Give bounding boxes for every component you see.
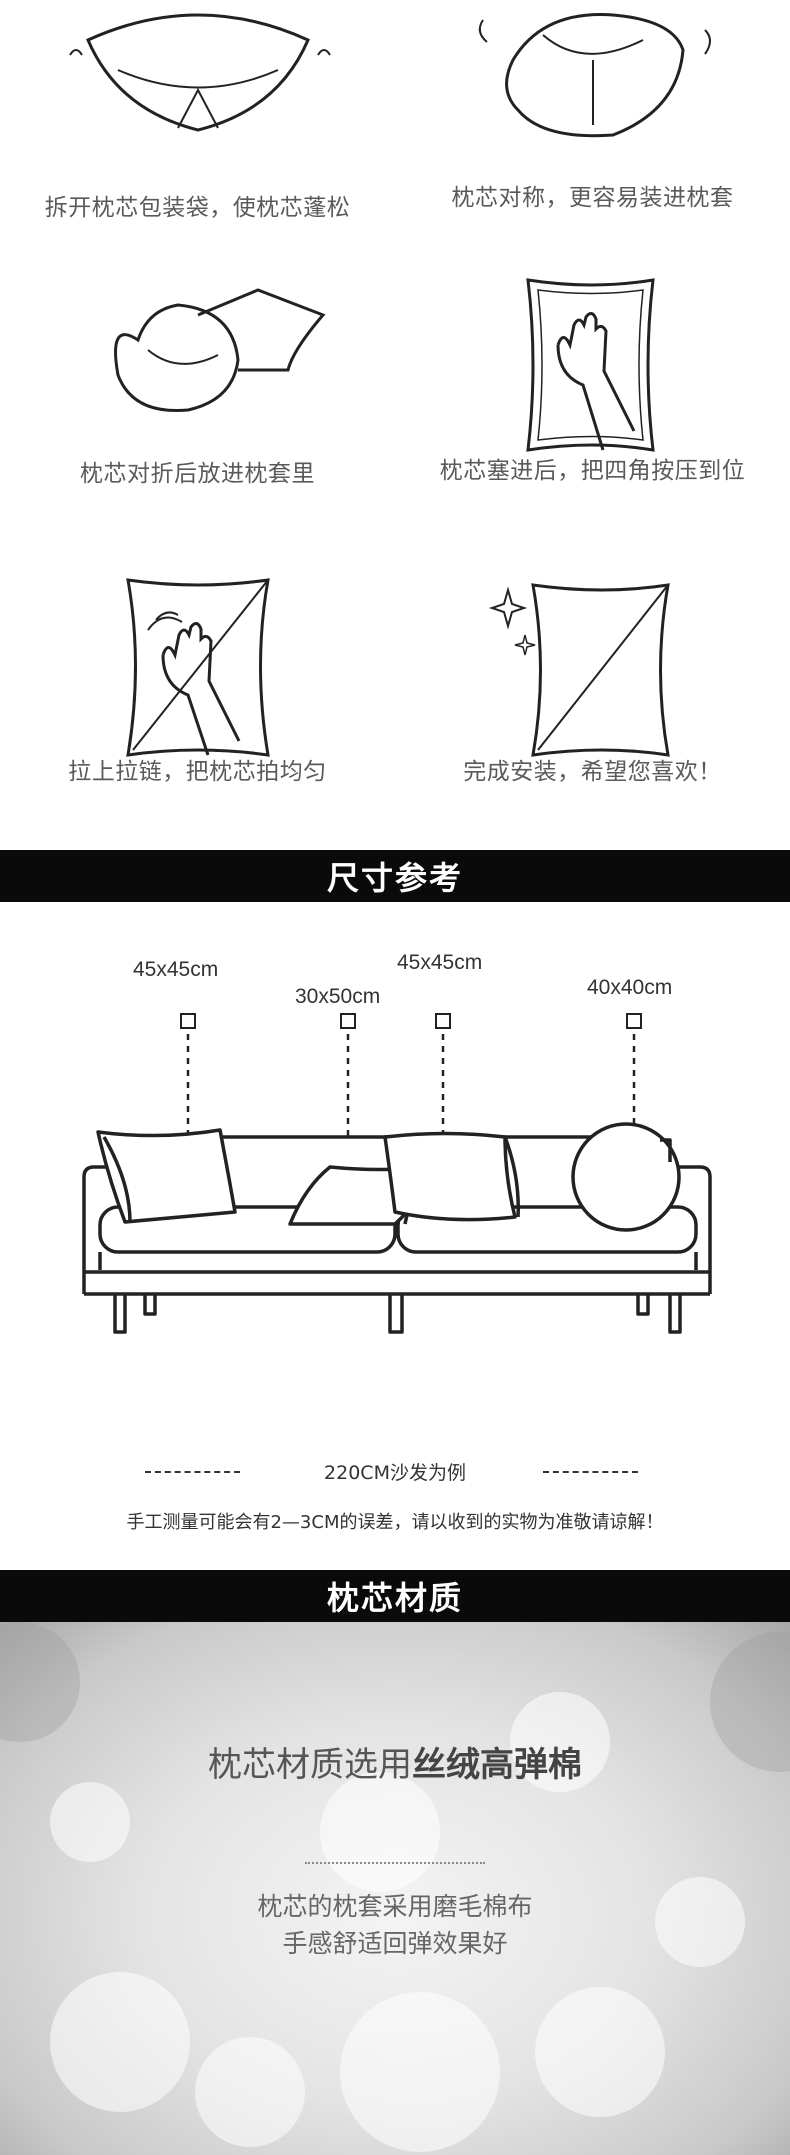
size-label-3: 45x45cm bbox=[397, 951, 483, 974]
material-headline: 枕芯材质选用丝绒高弹棉 bbox=[0, 1737, 790, 1786]
hand-press-icon bbox=[525, 278, 655, 452]
finished-pillow-icon bbox=[488, 583, 670, 757]
size-section-title: 尺寸参考 bbox=[326, 859, 463, 897]
size-label-2: 30x50cm bbox=[295, 985, 381, 1008]
headline-emphasis: 丝绒高弹棉 bbox=[412, 1745, 582, 1785]
step-caption: 枕芯塞进后，把四角按压到位 bbox=[439, 458, 746, 484]
step-caption: 枕芯对称，更容易装进枕套 bbox=[451, 185, 734, 211]
pillow-open-icon bbox=[68, 13, 331, 132]
material-line-2: 手感舒适回弹效果好 bbox=[282, 1929, 508, 1958]
step-3: 枕芯对折后放进枕套里 bbox=[0, 280, 395, 488]
pillow-insert-icon bbox=[113, 288, 326, 413]
step-6: 完成安装，希望您喜欢！ bbox=[395, 575, 790, 786]
dash-right bbox=[543, 1471, 638, 1473]
size-reference: 45x45cm 30x50cm 45x45cm 40x40cm bbox=[0, 902, 790, 1570]
step-caption: 枕芯对折后放进枕套里 bbox=[80, 461, 315, 487]
hand-pat-icon bbox=[125, 578, 270, 757]
headline-prefix: 枕芯材质选用 bbox=[208, 1745, 412, 1785]
size-label-4: 40x40cm bbox=[587, 976, 673, 999]
sofa-reference-note: 220CM沙发为例 bbox=[324, 1462, 466, 1484]
pillow-fold-icon bbox=[478, 13, 711, 138]
sofa-illustration bbox=[82, 1013, 712, 1334]
dash-left bbox=[145, 1471, 240, 1473]
material-section: 枕芯材质选用丝绒高弹棉 枕芯的枕套采用磨毛棉布 手感舒适回弹效果好 bbox=[0, 1622, 790, 2155]
step-caption: 拆开枕芯包装袋，使枕芯蓬松 bbox=[44, 195, 351, 221]
material-section-title: 枕芯材质 bbox=[326, 1579, 463, 1617]
size-label-1: 45x45cm bbox=[133, 958, 219, 981]
step-4: 枕芯塞进后，把四角按压到位 bbox=[395, 275, 790, 485]
dotted-divider bbox=[305, 1862, 485, 1864]
material-line-1: 枕芯的枕套采用磨毛棉布 bbox=[257, 1892, 533, 1921]
install-steps: 拆开枕芯包装袋，使枕芯蓬松 枕芯对称，更容易装进枕套 枕芯对折后放进枕套里 枕芯… bbox=[0, 0, 790, 850]
step-caption: 完成安装，希望您喜欢！ bbox=[463, 759, 722, 785]
measurement-note: 手工测量可能会有2—3CM的误差，请以收到的实物为准敬请谅解！ bbox=[126, 1512, 664, 1533]
step-1: 拆开枕芯包装袋，使枕芯蓬松 bbox=[0, 10, 395, 222]
step-5: 拉上拉链，把枕芯拍均匀 bbox=[0, 575, 395, 786]
step-caption: 拉上拉链，把枕芯拍均匀 bbox=[68, 759, 327, 785]
material-section-banner: 枕芯材质 bbox=[0, 1570, 790, 1622]
size-section-banner: 尺寸参考 bbox=[0, 850, 790, 902]
step-2: 枕芯对称，更容易装进枕套 bbox=[395, 0, 790, 212]
